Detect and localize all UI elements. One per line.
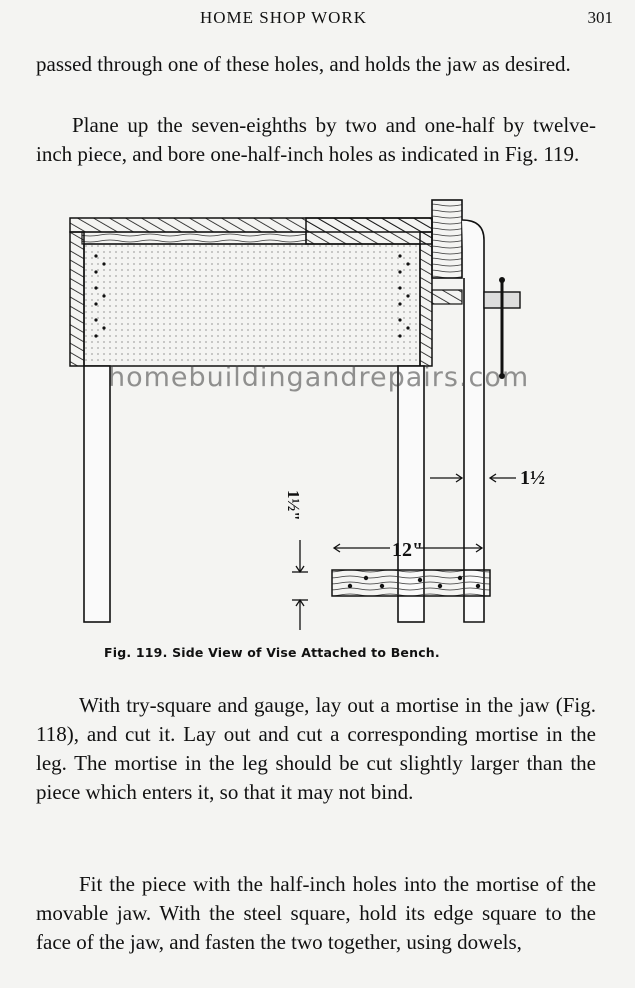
bench-top bbox=[69, 217, 433, 245]
figure-caption: Fig. 119. Side View of Vise Attached to … bbox=[104, 645, 440, 660]
paragraph-2: Plane up the seven-eighths by two and on… bbox=[36, 113, 596, 166]
dimension-lines bbox=[292, 473, 516, 630]
running-head: HOME SHOP WORK 301 bbox=[0, 6, 635, 30]
vise-figure: 1½ 12" 1½" bbox=[69, 199, 545, 630]
paragraph-3: With try-square and gauge, lay out a mor… bbox=[36, 693, 596, 804]
paragraph-1: passed through one of these holes, and h… bbox=[36, 52, 571, 76]
bench-nails bbox=[94, 254, 410, 338]
bench-apron bbox=[69, 231, 433, 367]
running-head-title: HOME SHOP WORK bbox=[200, 8, 368, 27]
paragraph-4: Fit the piece with the half-inch holes i… bbox=[36, 872, 596, 954]
page-number: 301 bbox=[587, 8, 614, 27]
slide-bar bbox=[331, 569, 491, 597]
dimension-bottom-label: 12" bbox=[392, 539, 423, 561]
dimension-side-label: 1½ bbox=[520, 467, 545, 489]
dimension-rotated-label: 1½" bbox=[284, 490, 303, 521]
watermark-text: homebuildingandrepairs.com bbox=[108, 362, 530, 393]
vise-jaw bbox=[431, 199, 485, 623]
vise-screw-icon bbox=[483, 277, 521, 379]
